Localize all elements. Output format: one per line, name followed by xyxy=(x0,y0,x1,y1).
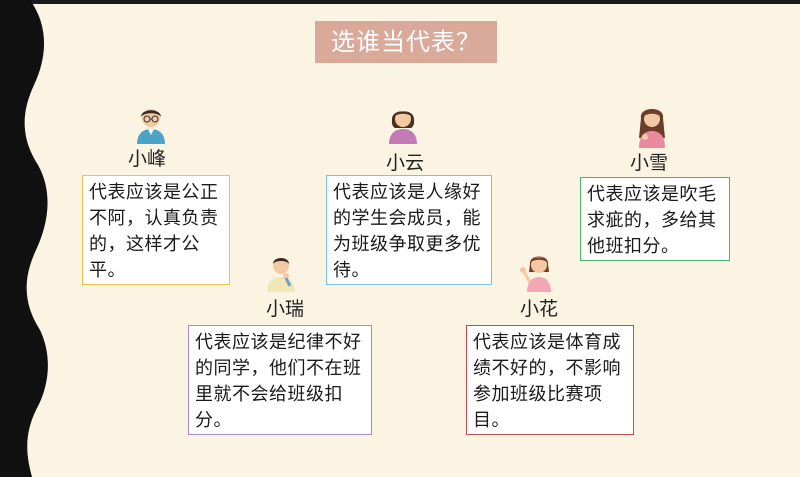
boy-glasses-avatar-icon xyxy=(137,109,165,144)
opinion-box-xiaofeng: 代表应该是公正不阿，认真负责的，这样才公平。 xyxy=(82,175,230,285)
page-title: 选谁当代表？ xyxy=(315,21,497,63)
opinion-box-xiaoyun: 代表应该是人缘好的学生会成员，能为班级争取更多优待。 xyxy=(326,175,492,285)
student-name-xiaoxue: 小雪 xyxy=(630,152,669,174)
student-name-xiaofeng: 小峰 xyxy=(128,148,167,170)
student-name-xiaohua: 小花 xyxy=(520,298,559,320)
boy-thinking-avatar-icon xyxy=(267,258,295,292)
opinion-box-xiaohua: 代表应该是体育成绩不好的，不影响参加班级比赛项目。 xyxy=(466,325,634,435)
wavy-left-edge xyxy=(0,0,48,477)
girl-waving-avatar-icon xyxy=(520,256,551,292)
top-bar xyxy=(0,0,800,4)
student-name-xiaoyun: 小云 xyxy=(386,152,425,174)
girl-short-hair-avatar-icon xyxy=(389,111,417,144)
student-name-xiaorui: 小瑞 xyxy=(266,298,305,320)
opinion-box-xiaoxue: 代表应该是吹毛求疵的，多给其他班扣分。 xyxy=(580,177,730,261)
opinion-box-xiaorui: 代表应该是纪律不好的同学，他们不在班里就不会给班级扣分。 xyxy=(188,325,372,435)
girl-long-hair-avatar-icon xyxy=(639,109,665,148)
